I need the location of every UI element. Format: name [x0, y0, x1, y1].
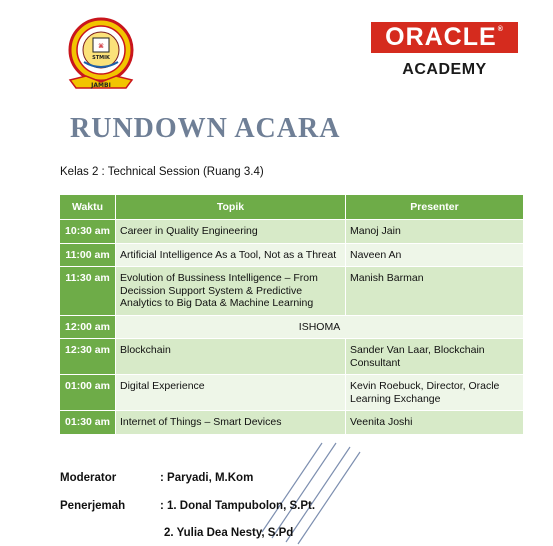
- row-time: 12:30 am: [59, 338, 116, 375]
- logo-bottom-text: JAMBI: [90, 82, 111, 89]
- table-row: 10:30 am Career in Quality Engineering M…: [59, 219, 524, 244]
- row-topic: Internet of Things – Smart Devices: [115, 410, 346, 435]
- moderator-value: : Paryadi, M.Kom: [160, 472, 254, 484]
- row-time: 11:30 am: [59, 266, 116, 316]
- translator-label: Penerjemah: [60, 500, 126, 512]
- header-topic: Topik: [115, 194, 346, 220]
- oracle-logo: ORACLE®: [371, 22, 518, 53]
- table-row-break: 12:00 am ISHOMA: [59, 314, 524, 339]
- logo-emblem-text: STMIK: [92, 55, 111, 61]
- table-header-row: Waktu Topik Presenter: [59, 194, 524, 220]
- translator-value-1: : 1. Donal Tampubolon, S.Pt.: [160, 500, 316, 512]
- moderator-label: Moderator: [60, 472, 117, 484]
- oracle-brand: ORACLE: [385, 23, 497, 51]
- table-row: 11:30 am Evolution of Bussiness Intellig…: [59, 266, 524, 316]
- row-time: 12:00 am: [59, 314, 116, 339]
- row-presenter: Manish Barman: [345, 266, 524, 316]
- table-row: 01:30 am Internet of Things – Smart Devi…: [59, 410, 524, 435]
- svg-text:⌘: ⌘: [98, 43, 104, 50]
- row-presenter: Manoj Jain: [345, 219, 524, 244]
- row-topic: Evolution of Bussiness Intelligence – Fr…: [115, 266, 346, 316]
- row-topic: Blockchain: [115, 338, 346, 375]
- row-topic: Artificial Intelligence As a Tool, Not a…: [115, 242, 346, 267]
- oracle-academy-label: ACADEMY: [402, 61, 487, 78]
- table-row: 01:00 am Digital Experience Kevin Roebuc…: [59, 374, 524, 411]
- row-presenter: Kevin Roebuck, Director, Oracle Learning…: [345, 374, 524, 411]
- header-time: Waktu: [59, 194, 116, 220]
- translator-value-2: 2. Yulia Dea Nesty, S.Pd: [164, 527, 294, 539]
- row-time: 01:00 am: [59, 374, 116, 411]
- rundown-table: Waktu Topik Presenter 10:30 am Career in…: [59, 194, 524, 435]
- table-row: 12:30 am Blockchain Sander Van Laar, Blo…: [59, 338, 524, 375]
- row-time: 01:30 am: [59, 410, 116, 435]
- row-presenter: Sander Van Laar, Blockchain Consultant: [345, 338, 524, 375]
- row-presenter: Veenita Joshi: [345, 410, 524, 435]
- row-topic: Career in Quality Engineering: [115, 219, 346, 244]
- oracle-reg-mark: ®: [497, 26, 504, 33]
- row-presenter: Naveen An: [345, 242, 524, 267]
- page-title: RUNDOWN ACARA: [70, 113, 341, 144]
- header-presenter: Presenter: [345, 194, 524, 220]
- table-row: 11:00 am Artificial Intelligence As a To…: [59, 242, 524, 267]
- stmik-jambi-logo: ⌘ STMIK JAMBI: [68, 17, 134, 89]
- row-time: 11:00 am: [59, 242, 116, 267]
- row-break-label: ISHOMA: [115, 314, 524, 339]
- session-subtitle: Kelas 2 : Technical Session (Ruang 3.4): [60, 166, 264, 178]
- row-time: 10:30 am: [59, 219, 116, 244]
- row-topic: Digital Experience: [115, 374, 346, 411]
